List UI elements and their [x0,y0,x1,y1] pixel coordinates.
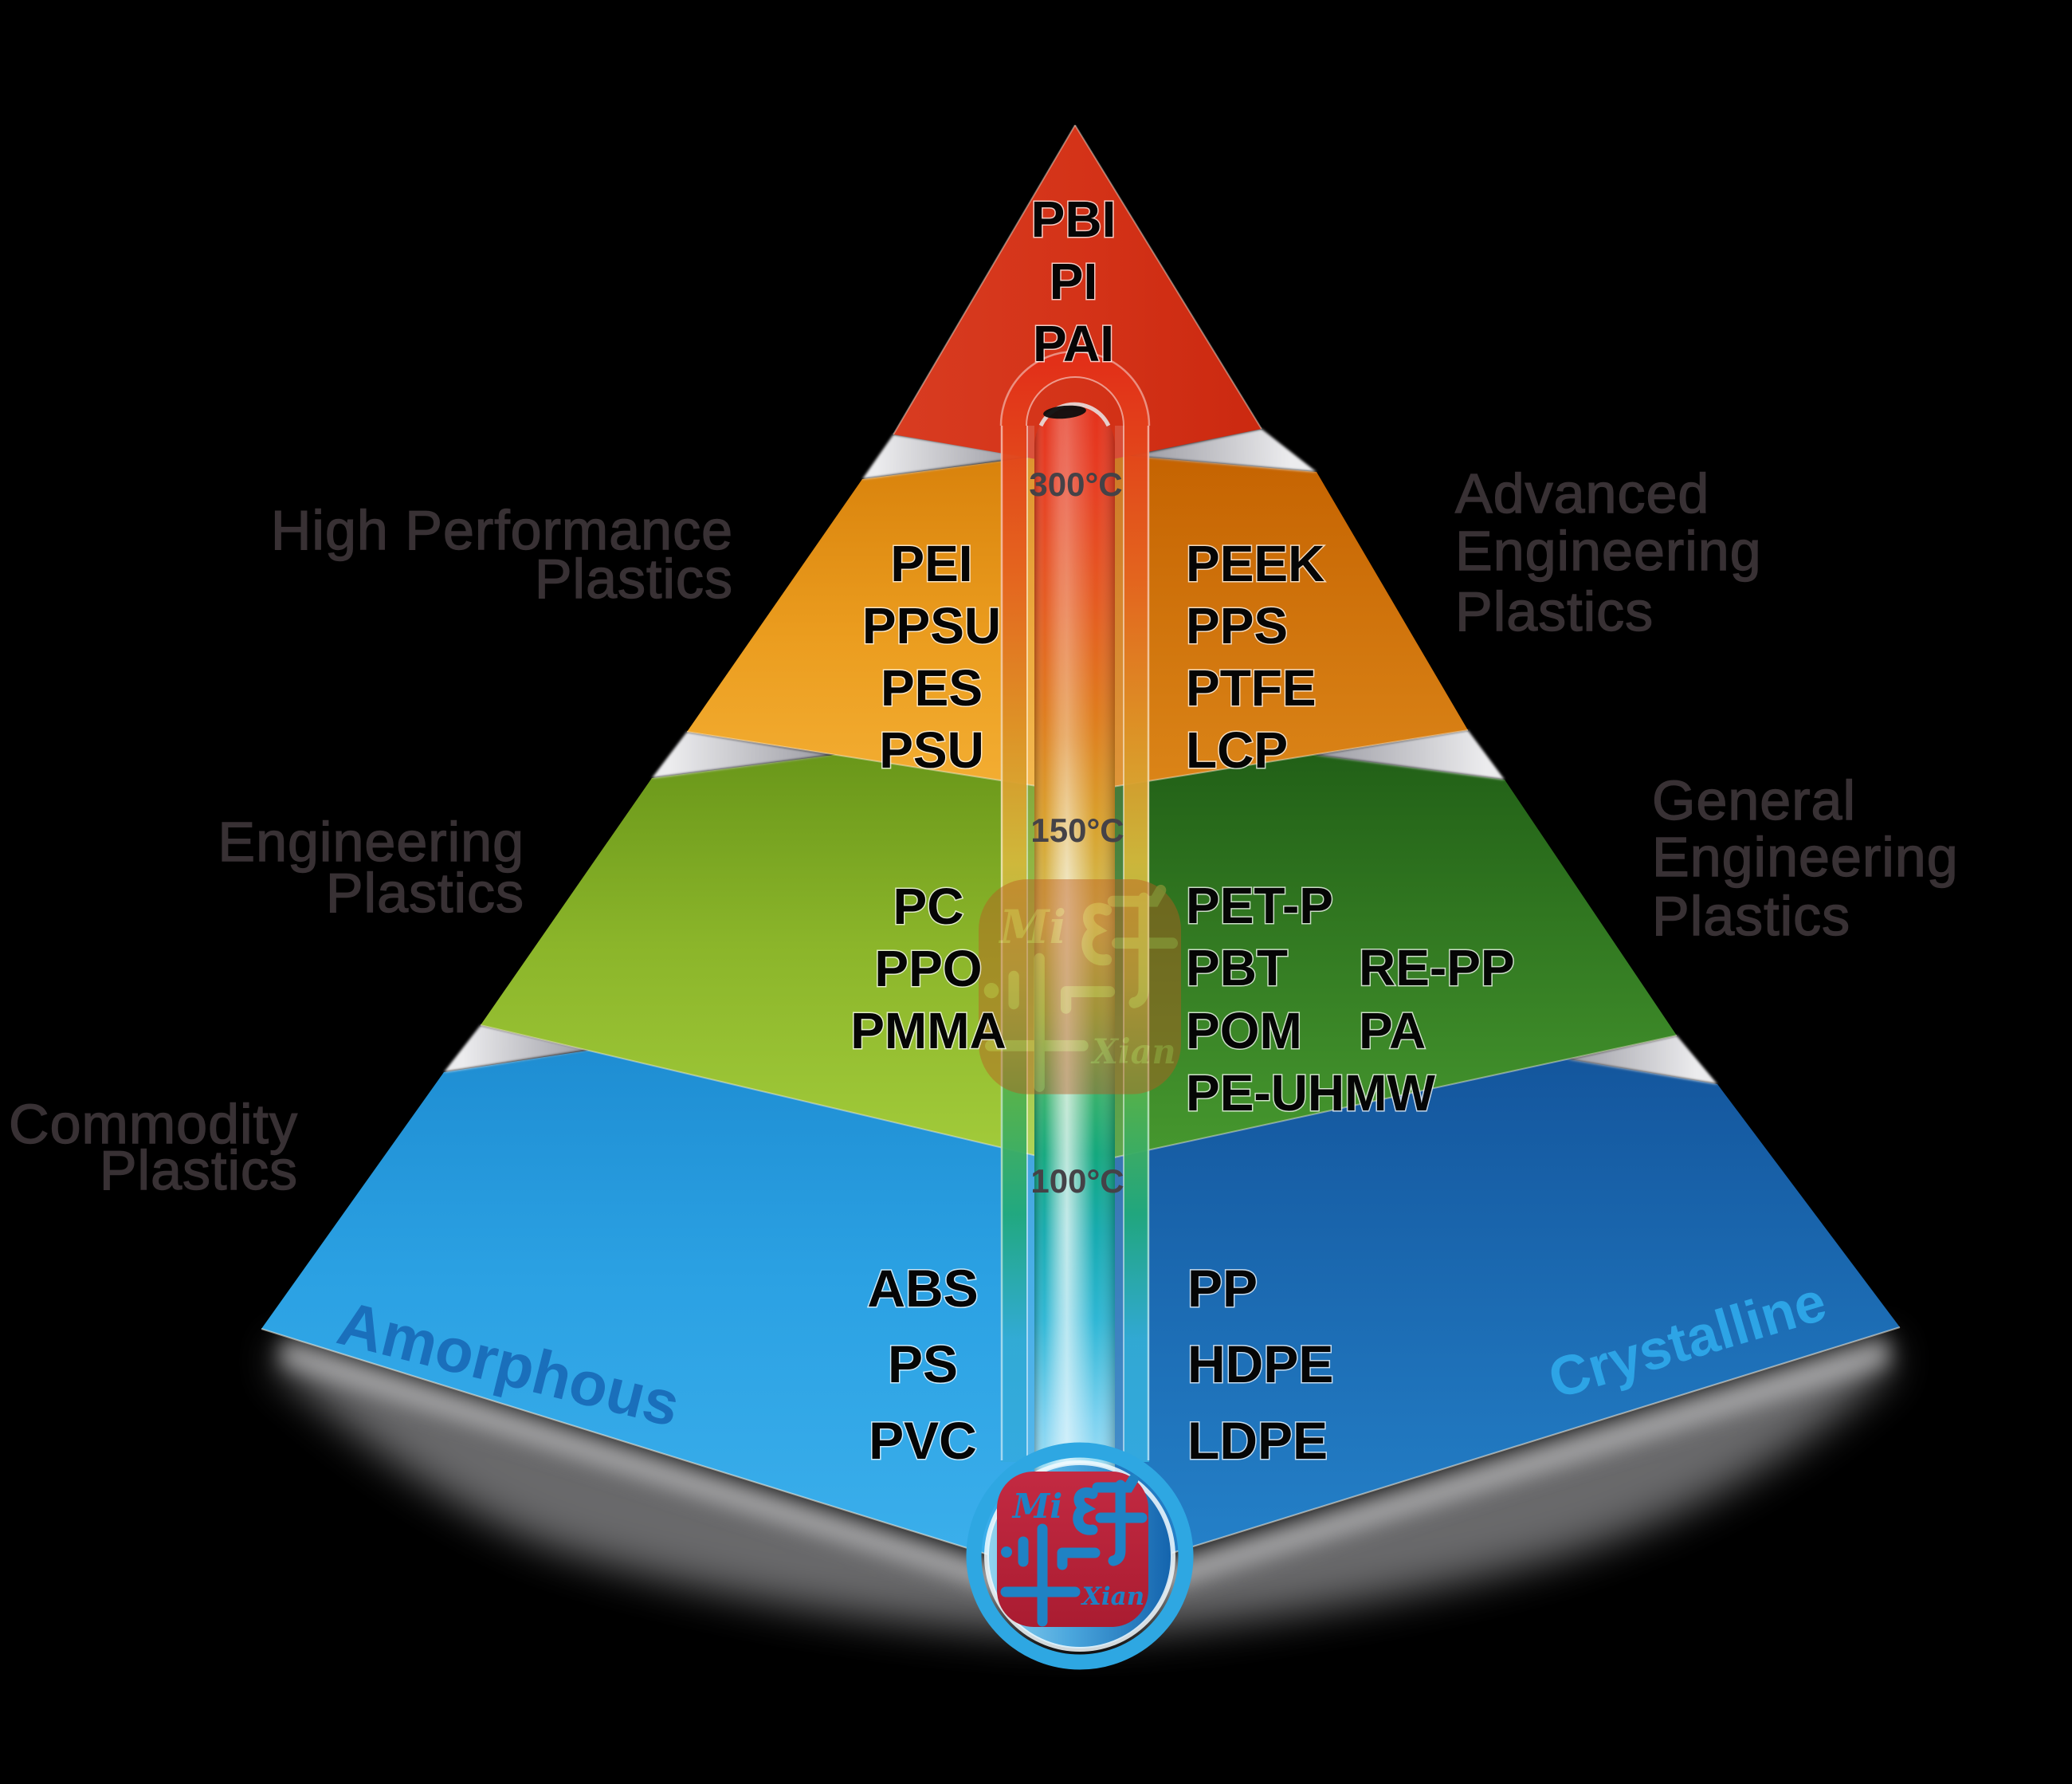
thermometer-arch-inner-highlight [1026,376,1124,426]
label-general-line1: General [1652,769,1856,831]
label-commodity-line2: Plastics [100,1139,298,1201]
tier-high-performance-items-left: PEI PPSU PES PSU [861,534,1002,780]
polymer-label: LDPE [1187,1411,1328,1470]
polymer-label: PA [1359,1002,1426,1059]
polymer-label: POM [1186,1002,1302,1059]
edge-highlight-apex-right [1074,124,1262,430]
label-high-performance-line2: Plastics [535,548,733,610]
label-engineering-line2: Plastics [326,862,524,924]
tier-high-performance-right-panel [1077,451,1468,792]
tier-commodity-items-left: ABS PS PVC [866,1258,979,1472]
tier-high-performance-left-panel [687,451,1077,792]
pyramid-drop-shadow [275,1336,1890,1634]
bulb-outer-ring [966,1442,1194,1670]
watermark-logo [979,879,1182,1094]
tier-engineering-right-panel [1077,724,1677,1165]
shadow-wedge-green-blue-left [444,1025,589,1072]
polymer-label: PTFE [1186,659,1317,717]
label-commodity-line1: Commodity [9,1093,298,1155]
label-general-line3: Plastics [1652,885,1850,947]
side-labels-right: Advanced Engineering Plastics General En… [1454,462,1959,947]
tier-commodity-left-panel [261,976,1077,1582]
label-engineering-line1: Engineering [218,811,524,873]
polymer-label: PS [888,1334,958,1393]
polymer-label: HDPE [1187,1334,1333,1393]
tier-engineering-items-right: PET-P PBT POM PE-UHMW RE-PP PA [1185,876,1517,1123]
polymer-label: PEEK [1186,535,1324,592]
tier-apex-items: PBI PI PAI [1030,190,1117,374]
tier-commodity [261,976,1900,1582]
shadow-wedge-green-blue-right [1568,1035,1717,1084]
tier-engineering [481,724,1677,1165]
side-labels-left: High Performance Plastics Engineering Pl… [8,498,733,1201]
tier-commodity-items-right: PP HDPE LDPE [1187,1258,1335,1472]
polymer-label: PES [881,659,983,717]
polymer-label: PE-UHMW [1186,1064,1435,1122]
tier-high-performance-items-right: PEEK PPS PTFE LCP [1185,534,1326,780]
temp-tick-150: 150°C [1030,811,1124,849]
polymer-label: PI [1050,253,1097,310]
label-general-line2: Engineering [1652,826,1959,888]
polymer-label: PSU [879,721,984,779]
label-advanced-line2: Engineering [1455,520,1762,582]
polymer-label: PBI [1031,191,1116,248]
thermometer-bulb [966,1442,1194,1670]
polymer-label: PEI [890,535,972,592]
polymer-label: PAI [1033,315,1114,372]
thermometer-meniscus [1043,405,1086,419]
temp-tick-100: 100°C [1030,1162,1124,1200]
polymer-label: PP [1187,1259,1258,1318]
edge-highlight-apex-left [893,124,1076,435]
polymer-label: PPS [1186,597,1288,654]
thermometer-arch [1001,352,1149,426]
shadow-wedge-orange-green-left [652,732,833,778]
tier-apex [893,125,1262,466]
shadow-main [275,1341,1890,1634]
polymer-label: PC [893,878,964,935]
polymer-label: PPO [874,940,982,997]
label-high-performance-line1: High Performance [271,499,733,561]
polymer-label: LCP [1186,721,1288,779]
tier-engineering-items-left: PC PPO PMMA [850,877,1008,1061]
label-advanced-line1: Advanced [1455,462,1709,525]
tier-apex-shape [893,125,1262,466]
label-advanced-line3: Plastics [1455,580,1654,642]
shadow-wedge-red-orange-right [1129,429,1317,472]
shadow-wedge-red-orange-left [862,434,1031,479]
tier-high-performance [687,451,1468,792]
polymer-label: ABS [867,1259,978,1318]
polymer-label: PVC [869,1411,977,1470]
tier-commodity-right-panel [1077,976,1900,1582]
bulb-logo [997,1472,1148,1627]
shadow-wedge-orange-green-right [1314,730,1505,780]
temp-tick-300: 300°C [1029,466,1122,503]
polymer-label: PPSU [862,597,1001,654]
polymer-label: PBT [1186,939,1288,996]
tier-engineering-left-panel [481,724,1077,1165]
bulb-inner-ring [984,1460,1175,1652]
polymer-label: RE-PP [1359,939,1515,996]
thermometer-arch-outer-highlight [999,350,1151,426]
polymer-label: PET-P [1186,877,1333,934]
polymer-label: PMMA [850,1002,1007,1059]
